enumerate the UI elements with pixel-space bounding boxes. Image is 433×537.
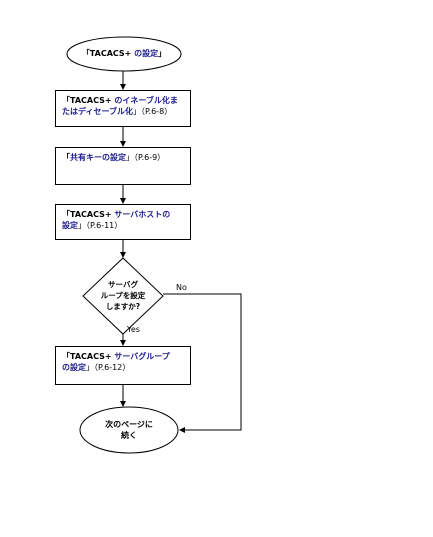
start-link-text[interactable]: の設定 <box>134 49 159 58</box>
step3-page-ref: 」（P.6-11） <box>78 221 123 230</box>
step4-link-line2[interactable]: の設定 <box>62 363 86 372</box>
end-line1: 次のページに <box>105 420 153 429</box>
step-server-group: 「TACACS+ サーバグループ の設定」（P.6-12） <box>55 346 191 385</box>
end-line2: 続く <box>121 431 137 440</box>
step3-link-line2[interactable]: 設定 <box>62 221 78 230</box>
edge-label-yes: Yes <box>127 325 140 334</box>
step4-prefix: 「TACACS+ <box>62 352 115 361</box>
end-terminator <box>79 406 179 454</box>
step3-prefix: 「TACACS+ <box>62 210 115 219</box>
step1-link-line2[interactable]: たはディセーブル化 <box>62 107 133 116</box>
decision-line1: サーバグ <box>108 280 138 289</box>
step-enable-tacacs: 「TACACS+ のイネーブル化ま たはディセーブル化」（P.6-8） <box>55 90 191 127</box>
decision-label: サーバグ ループを設定 しますか? <box>83 279 163 312</box>
end-label: 次のページに 続く <box>84 419 174 441</box>
arrow-decision-no <box>163 293 242 433</box>
step3-link-line1[interactable]: サーバホストの <box>114 210 171 219</box>
decision-line2: ループを設定 <box>100 291 146 300</box>
step2-prefix: 「 <box>62 153 70 162</box>
decision-line3: しますか? <box>105 302 141 311</box>
step2-page-ref: 」（P.6-9） <box>126 153 166 162</box>
start-terminator <box>66 36 182 72</box>
step-server-host: 「TACACS+ サーバホストの 設定」（P.6-11） <box>55 204 191 240</box>
step4-page-ref: 」（P.6-12） <box>86 363 131 372</box>
step1-prefix: 「TACACS+ <box>62 96 115 105</box>
start-label: 「TACACS+ の設定」 <box>70 48 178 59</box>
step1-link-line1[interactable]: のイネーブル化ま <box>114 96 178 105</box>
start-prefix: 「TACACS+ <box>81 49 135 58</box>
start-suffix: 」 <box>158 49 167 58</box>
step1-page-ref: 」（P.6-8） <box>132 107 173 116</box>
edge-label-no: No <box>176 283 187 292</box>
step4-link-line1[interactable]: サーバグループ <box>114 352 170 361</box>
step2-link-text[interactable]: 共有キーの設定 <box>70 153 126 162</box>
step-shared-key: 「共有キーの設定」（P.6-9） <box>55 147 191 185</box>
